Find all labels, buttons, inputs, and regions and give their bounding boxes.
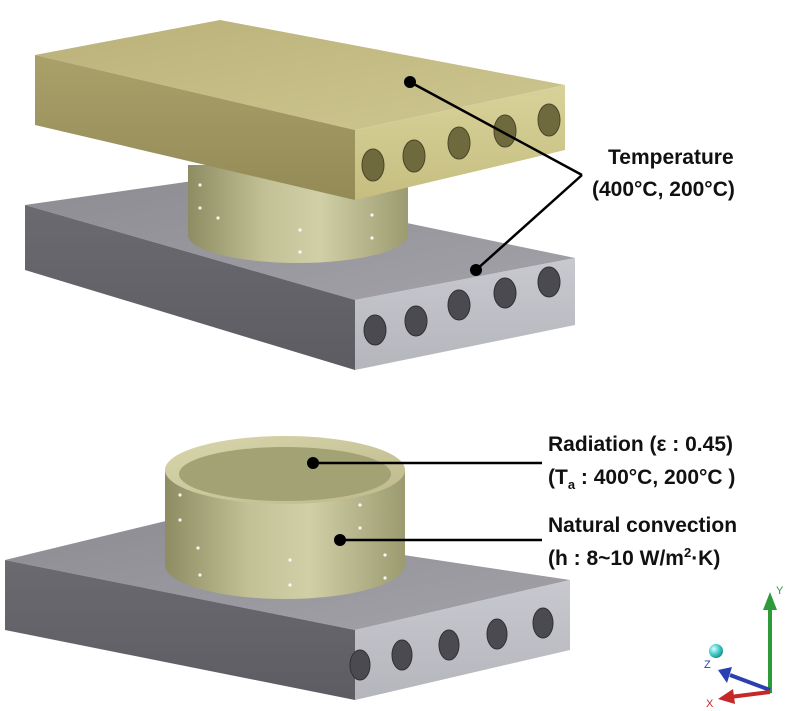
upper-plate-top-face <box>35 20 565 130</box>
convection-coefficient-superscript: 2 <box>684 545 691 560</box>
temperature-values: (400°C, 200°C) <box>592 178 735 201</box>
radiation-ambient-subscript: a <box>568 477 576 492</box>
coolant-hole <box>402 139 426 173</box>
coolant-hole <box>486 618 508 650</box>
coolant-hole <box>447 289 471 321</box>
cylinder-outer-wall <box>165 470 405 599</box>
coolant-hole <box>438 629 460 661</box>
z-axis-label: Z <box>704 659 711 671</box>
convection-coefficient-suffix: ·K) <box>691 547 720 570</box>
top-assembly: Temperature (400°C, 200°C) <box>25 20 735 370</box>
lower-plate-left-face <box>25 205 355 370</box>
triad-origin-sphere <box>709 644 723 658</box>
leader-line-upper <box>409 80 583 177</box>
temperature-leaders <box>409 80 583 271</box>
marker-dot-convection <box>334 534 346 546</box>
coolant-hole <box>361 148 385 182</box>
upper-plate-holes <box>361 103 561 182</box>
convection-coefficient: (h : 8~10 W/m2·K) <box>548 545 720 570</box>
bottom-assembly: Radiation (ε : 0.45) (Ta : 400°C, 200°C … <box>5 433 737 700</box>
coolant-hole <box>493 114 517 148</box>
temperature-label: Temperature <box>608 146 734 169</box>
coolant-hole <box>391 639 413 671</box>
coolant-hole <box>404 305 428 337</box>
marker-dot-lower-plate <box>470 264 482 276</box>
convection-label: Natural convection <box>548 514 737 537</box>
leader-line-lower <box>475 174 583 271</box>
marker-dot-radiation <box>307 457 319 469</box>
radiation-ambient-prefix: (T <box>548 466 568 489</box>
coolant-hole <box>537 266 561 298</box>
axis-triad: Y Z X <box>704 585 784 710</box>
x-axis-arrowhead <box>718 689 735 704</box>
upper-heating-plate <box>35 20 565 200</box>
base-plate-holes <box>349 607 554 681</box>
coolant-hole <box>447 126 471 160</box>
coolant-hole <box>537 103 561 137</box>
coolant-hole <box>363 314 387 346</box>
lower-plate-holes <box>363 266 561 346</box>
coolant-hole <box>532 607 554 639</box>
convection-coefficient-prefix: (h : 8~10 W/m <box>548 547 684 570</box>
insulator-cylinder <box>165 436 405 599</box>
marker-dot-upper-plate <box>404 76 416 88</box>
bottom-leaders <box>313 461 542 542</box>
x-axis-label: X <box>706 698 714 710</box>
y-axis-label: Y <box>776 585 784 597</box>
radiation-ambient-temp: (Ta : 400°C, 200°C ) <box>548 466 735 492</box>
coolant-hole <box>349 649 371 681</box>
coolant-hole <box>493 277 517 309</box>
z-axis-arrow <box>729 673 771 692</box>
y-axis-arrowhead <box>763 592 777 610</box>
radiation-ambient-suffix: : 400°C, 200°C ) <box>575 466 735 489</box>
base-plate-left-face <box>5 560 355 700</box>
base-plate-front-face <box>355 580 570 700</box>
z-axis-arrowhead <box>718 667 732 683</box>
cylinder-inner-face <box>179 447 391 501</box>
radiation-label: Radiation (ε : 0.45) <box>548 433 733 456</box>
upper-plate-left-face <box>35 55 355 200</box>
x-axis-arrow <box>729 690 771 699</box>
